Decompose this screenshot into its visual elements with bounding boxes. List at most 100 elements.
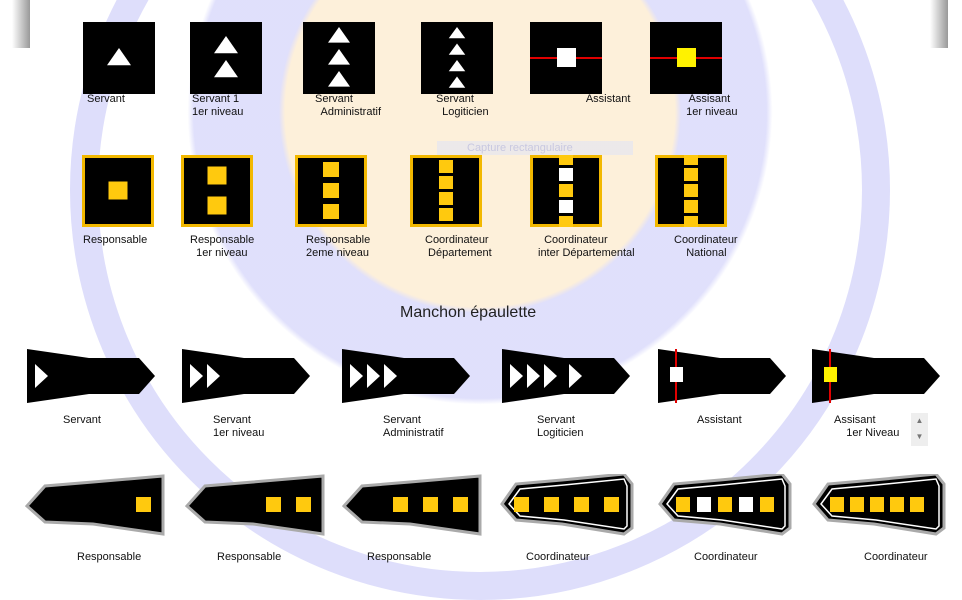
epaulette [185, 474, 325, 536]
square-icon [670, 367, 683, 382]
triangle-icon [328, 49, 350, 65]
badge-label: Coordinateur National [674, 234, 738, 259]
scroll-up-arrow[interactable]: ▲ [915, 416, 924, 425]
square-icon [423, 497, 438, 512]
square-icon [559, 155, 573, 165]
rank-badge-triangles [421, 22, 493, 94]
epaulette-shape [502, 349, 630, 403]
rank-badge-triangles [190, 22, 262, 94]
badge-label: Responsable [83, 234, 148, 246]
epaulette [342, 474, 482, 536]
square-icon [207, 196, 227, 215]
epaulette [658, 474, 792, 536]
badge-label: Coordinateur Département [425, 234, 492, 259]
rank-badge-squares [410, 155, 482, 227]
triangle-icon [328, 27, 350, 43]
epaulette-shape [342, 474, 482, 536]
epaulette [182, 349, 310, 403]
epaulette [658, 349, 786, 403]
chevron-icon [569, 364, 582, 388]
chevron-icon [35, 364, 48, 388]
square-icon [718, 497, 732, 512]
section-title: Manchon épaulette [400, 304, 537, 321]
capture-tooltip: Capture rectangulaire [437, 141, 633, 155]
rank-badge-squares [530, 155, 602, 227]
square-icon [559, 184, 573, 197]
triangle-icon [214, 36, 238, 54]
epaulette-label: Servant 1er niveau [213, 414, 265, 439]
badge-label: Servant [87, 93, 125, 105]
square-icon [684, 200, 698, 213]
chevron-icon [544, 364, 557, 388]
square-icon [544, 497, 559, 512]
scrollbar[interactable]: ▲▼ [911, 413, 928, 446]
epaulette [25, 474, 165, 536]
square-icon [514, 497, 529, 512]
square-icon [760, 497, 774, 512]
rank-badge-squares [295, 155, 367, 227]
rank-badge-squares [181, 155, 253, 227]
badge-label: Servant Logiticien [436, 93, 489, 118]
epaulette-label: Responsable [367, 551, 432, 563]
rank-badge-assistant [530, 22, 602, 94]
epaulette-shape [182, 349, 310, 403]
square-icon [559, 200, 573, 213]
epaulette-shape [658, 349, 786, 403]
badge-label: Servant Administratif [315, 93, 382, 118]
epaulette-shape [342, 349, 470, 403]
square-icon [266, 497, 281, 512]
badge-label: Assistant [562, 93, 631, 105]
epaulette [500, 474, 634, 536]
square-icon [739, 497, 753, 512]
square-icon [453, 497, 468, 512]
rank-badge-triangles [83, 22, 155, 94]
rank-badge-triangles [303, 22, 375, 94]
rank-badge-assistant [650, 22, 722, 94]
square-icon [323, 204, 339, 219]
square-icon [393, 497, 408, 512]
square-icon [870, 497, 884, 512]
epaulette [502, 349, 630, 403]
square-icon [676, 497, 690, 512]
epaulette-inner-border [666, 478, 786, 530]
left-edge-shadow [12, 0, 30, 48]
badge-label: Coordinateur inter Départemental [538, 234, 635, 259]
square-icon [207, 166, 227, 185]
badge-background [190, 22, 262, 94]
epaulette-shape [27, 349, 155, 403]
square-icon [557, 48, 576, 67]
badge-label: Assisant 1er niveau [686, 93, 738, 118]
square-icon [439, 192, 453, 205]
chevron-icon [350, 364, 363, 388]
epaulette-label: Coordinateur [694, 551, 758, 563]
epaulette-shape [25, 474, 165, 536]
epaulette-shape [185, 474, 325, 536]
epaulette-shape [500, 474, 634, 536]
square-icon [559, 168, 573, 181]
badge-label: Responsable 1er niveau [190, 234, 255, 259]
rank-badge-squares [655, 155, 727, 227]
square-icon [439, 176, 453, 189]
chevron-icon [190, 364, 203, 388]
epaulette-label: Assisant 1er Niveau [834, 414, 900, 439]
square-icon [108, 181, 128, 200]
epaulette [27, 349, 155, 403]
epaulette-inner-border [820, 478, 940, 530]
badge-label: Responsable 2eme niveau [306, 234, 371, 259]
epaulette [342, 349, 470, 403]
chevron-icon [510, 364, 523, 388]
square-icon [684, 155, 698, 165]
square-icon [296, 497, 311, 512]
epaulette-inner-border [508, 478, 628, 530]
rank-badge-squares [82, 155, 154, 227]
triangle-icon [328, 71, 350, 87]
epaulette-label: Responsable [77, 551, 142, 563]
square-icon [850, 497, 864, 512]
square-icon [439, 208, 453, 221]
chevron-icon [527, 364, 540, 388]
chevron-icon [384, 364, 397, 388]
square-icon [910, 497, 924, 512]
square-icon [574, 497, 589, 512]
epaulette-label: Servant Logiticien [537, 414, 584, 439]
scroll-down-arrow[interactable]: ▼ [915, 432, 924, 441]
